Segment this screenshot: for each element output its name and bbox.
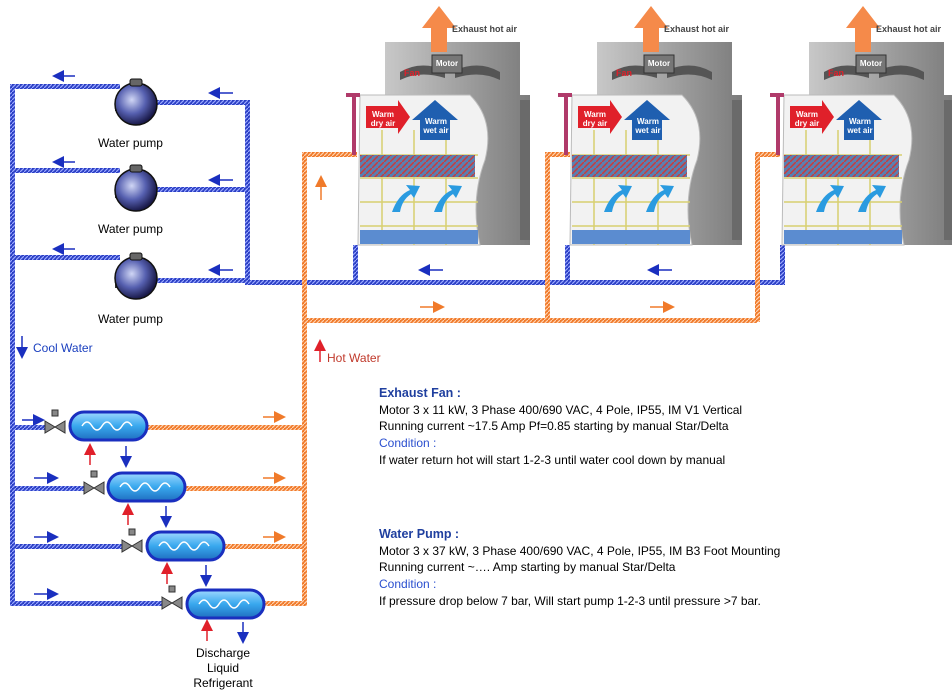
tower-3-fan-label: Fan xyxy=(828,68,845,78)
tower-1-warm-dry-label: Warm dry air xyxy=(370,110,396,128)
water-pump-running: Running current ~…. Amp starting by manu… xyxy=(379,560,676,574)
tower-1-exhaust-label: Exhaust hot air xyxy=(452,24,518,34)
tower-2-warm-dry-label: Warm dry air xyxy=(582,110,608,128)
discharge-refrigerant-label: Discharge Liquid Refrigerant xyxy=(193,646,253,690)
tower-3-warm-wet-label: Warm wet air xyxy=(847,117,873,135)
exhaust-fan-condition-label: Condition : xyxy=(379,436,437,450)
water-pump-spec: Motor 3 x 37 kW, 3 Phase 400/690 VAC, 4 … xyxy=(379,544,781,558)
hot-water-piping xyxy=(147,152,780,606)
tower-1-warm-wet-label: Warm wet air xyxy=(423,117,449,135)
pump-2-label: Water pump xyxy=(98,222,163,236)
tower-1-motor-label: Motor xyxy=(435,59,459,68)
pump-3-label: Water pump xyxy=(98,312,163,326)
tower-2-motor-label: Motor xyxy=(647,59,671,68)
valve-icons[interactable] xyxy=(44,409,183,610)
tower-2-fan-label: Fan xyxy=(616,68,633,78)
flow-arrows xyxy=(16,70,675,600)
cooling-tower-1 xyxy=(346,6,530,246)
cool-water-piping xyxy=(10,84,785,606)
tower-3-warm-dry-label: Warm dry air xyxy=(794,110,820,128)
cool-water-label: Cool Water xyxy=(33,341,93,355)
water-pump-3[interactable] xyxy=(114,252,158,300)
exhaust-fan-spec: Motor 3 x 11 kW, 3 Phase 400/690 VAC, 4 … xyxy=(379,403,743,417)
exhaust-fan-title: Exhaust Fan : xyxy=(379,386,461,400)
exhaust-fan-running: Running current ~17.5 Amp Pf=0.85 starti… xyxy=(379,419,729,433)
condenser-2 xyxy=(106,471,187,503)
exhaust-fan-condition: If water return hot will start 1-2-3 unt… xyxy=(379,453,726,467)
water-pump-condition-label: Condition : xyxy=(379,577,437,591)
tower-3-motor-label: Motor xyxy=(859,59,883,68)
tower-2-warm-wet-label: Warm wet air xyxy=(635,117,661,135)
tower-1-fan-label: Fan xyxy=(404,68,421,78)
refrigerant-arrows xyxy=(84,443,249,644)
water-pump-condition: If pressure drop below 7 bar, Will start… xyxy=(379,594,761,608)
condenser-4 xyxy=(185,588,266,620)
condenser-3 xyxy=(145,530,226,562)
condenser-1 xyxy=(68,410,149,442)
water-pump-1[interactable] xyxy=(114,78,158,126)
tower-2-exhaust-label: Exhaust hot air xyxy=(664,24,730,34)
hot-water-label: Hot Water xyxy=(327,351,381,365)
water-pump-2[interactable] xyxy=(114,164,158,212)
pump-1-label: Water pump xyxy=(98,136,163,150)
tower-3-exhaust-label: Exhaust hot air xyxy=(876,24,942,34)
water-pump-title: Water Pump : xyxy=(379,527,460,541)
